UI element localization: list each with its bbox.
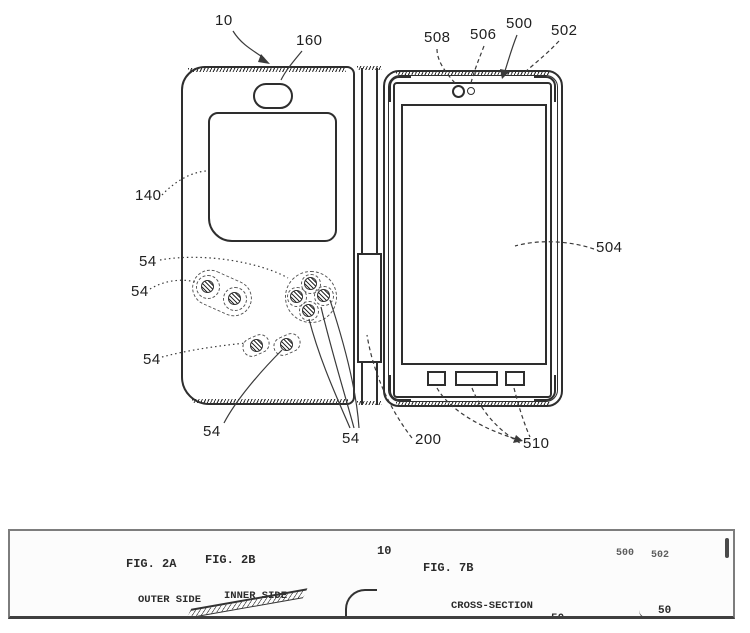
case-bottom-edge-texture [396,402,550,405]
leader-502 [524,41,559,73]
hinge-middle-block [357,253,382,363]
ref-label-510: 510 [523,436,550,451]
cover-screen-window [208,112,337,242]
arrowhead-510 [513,435,523,443]
viewer-ref-label-50-right: 50 [658,605,671,617]
hinge-bottom-texture [357,401,382,405]
cross-section-label: CROSS-SECTION [451,600,533,612]
dpad-down-button [302,304,315,317]
start-button [280,338,293,351]
ref-label-10: 10 [215,13,233,28]
secondary-page-viewer[interactable]: FIG. 2A FIG. 2B OUTER SIDE INNER SIDE 10… [8,529,735,619]
viewer-ref-label-502: 502 [651,550,669,561]
nav-button-home [455,371,498,386]
ref-label-504: 504 [596,240,623,255]
cross-section-corner-outline [345,589,377,619]
ref-label-200: 200 [415,432,442,447]
ref-label-502: 502 [551,23,578,38]
ref-label-54-c: 54 [143,352,161,367]
viewer-ref-label-10: 10 [377,544,391,558]
dpad-up-button [304,277,317,290]
select-button [250,339,263,352]
fig-7b-caption: FIG. 7B [423,561,473,575]
button-a [201,280,214,293]
ref-label-140: 140 [135,188,162,203]
nav-button-right [505,371,525,386]
ref-label-160: 160 [296,33,323,48]
leader-500 [504,35,517,74]
ref-label-54-b: 54 [131,284,149,299]
ref-label-506: 506 [470,27,497,42]
cover-top-edge-texture [188,68,346,72]
case-top-edge-texture [396,72,550,75]
front-camera-icon [452,85,465,98]
leader-10 [233,31,264,58]
ref-label-54-e: 54 [342,431,360,446]
fig-2b-caption: FIG. 2B [205,553,255,567]
fig-2a-caption: FIG. 2A [126,557,176,571]
smartphone-screen [401,104,547,365]
cover-speaker-cutout [253,83,293,109]
cover-bottom-edge-texture [192,399,348,403]
proximity-sensor-icon [467,87,475,95]
viewer-ref-label-500: 500 [616,548,634,559]
arrowhead-10 [258,54,270,64]
ref-label-54-a: 54 [139,254,157,269]
ref-label-54-d: 54 [203,424,221,439]
hinge-top-texture [357,66,382,70]
viewer-ref-label-50-left: 50 [551,613,564,619]
dpad-right-button [317,289,330,302]
ref-label-500: 500 [506,16,533,31]
nav-button-left [427,371,446,386]
ref-label-508: 508 [424,30,451,45]
viewer-scrollbar-thumb[interactable] [725,538,729,558]
leader-50 [639,610,657,619]
button-b [228,292,241,305]
dpad-left-button [290,290,303,303]
outer-side-label: OUTER SIDE [138,594,201,606]
